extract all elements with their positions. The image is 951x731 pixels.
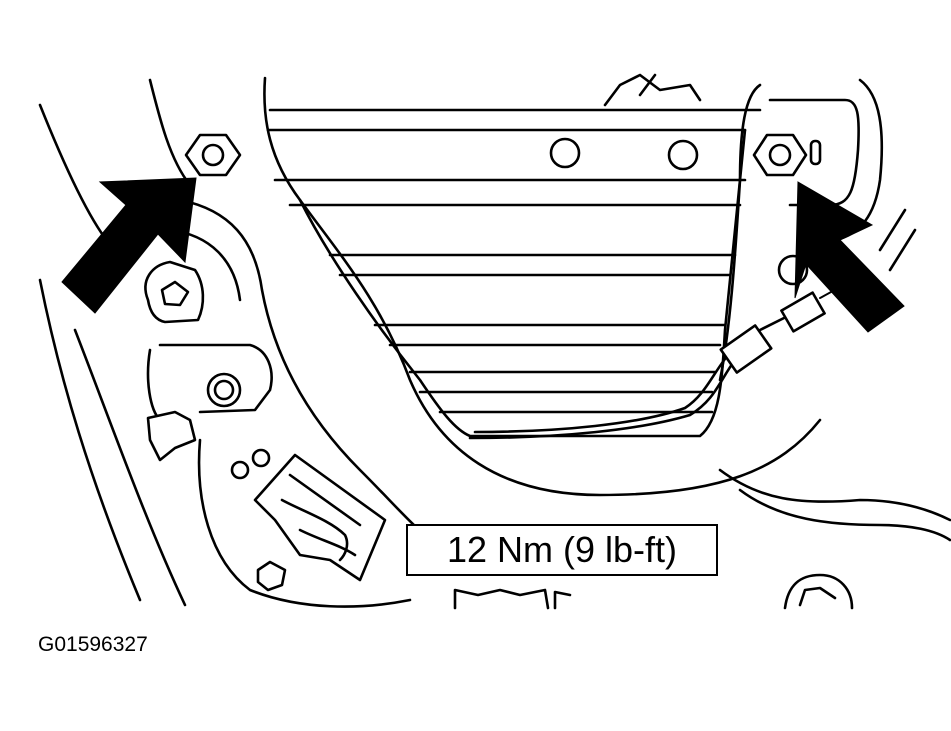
inner-panel	[266, 73, 860, 438]
torque-spec-text: 12 Nm (9 lb-ft)	[446, 529, 678, 570]
figure-id: G01596327	[38, 633, 148, 656]
door-frame-lines	[38, 76, 951, 608]
panel-holes	[230, 137, 809, 480]
lower-bracket	[253, 453, 387, 582]
pointer-arrow-icon	[61, 177, 197, 314]
lower-clips	[453, 573, 854, 610]
left-brackets	[144, 260, 287, 592]
hex-nut-icon	[184, 133, 242, 177]
torque-spec-label: 12 Nm (9 lb-ft)	[406, 524, 718, 576]
hex-nut-icon	[752, 133, 822, 177]
pointer-arrow-icon	[794, 181, 905, 333]
